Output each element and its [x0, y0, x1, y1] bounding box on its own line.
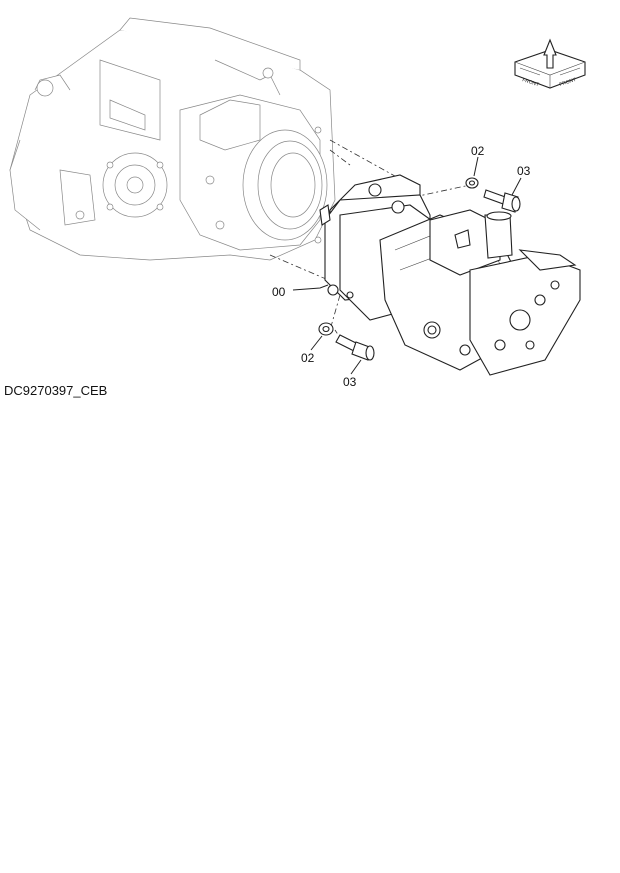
label-item-03-lower: 03	[343, 375, 357, 389]
orientation-badge-icon: FRONT FRONT	[514, 38, 586, 89]
hydraulic-motor	[319, 174, 581, 376]
badge-left-text: FRONT	[521, 77, 539, 88]
label-item-00: 00	[272, 285, 286, 299]
axle-housing	[9, 17, 336, 261]
leader-lines	[292, 156, 522, 375]
bolt-lower	[335, 334, 375, 361]
washer-upper	[465, 177, 479, 189]
bolt-upper	[483, 189, 521, 213]
label-item-02-lower: 02	[301, 351, 315, 365]
label-item-02-upper: 02	[471, 144, 485, 158]
drawing-code: DC9270397_CEB	[4, 383, 108, 398]
washer-lower	[318, 322, 334, 336]
badge-right-text: FRONT	[559, 77, 577, 88]
label-item-03-upper: 03	[517, 164, 531, 178]
